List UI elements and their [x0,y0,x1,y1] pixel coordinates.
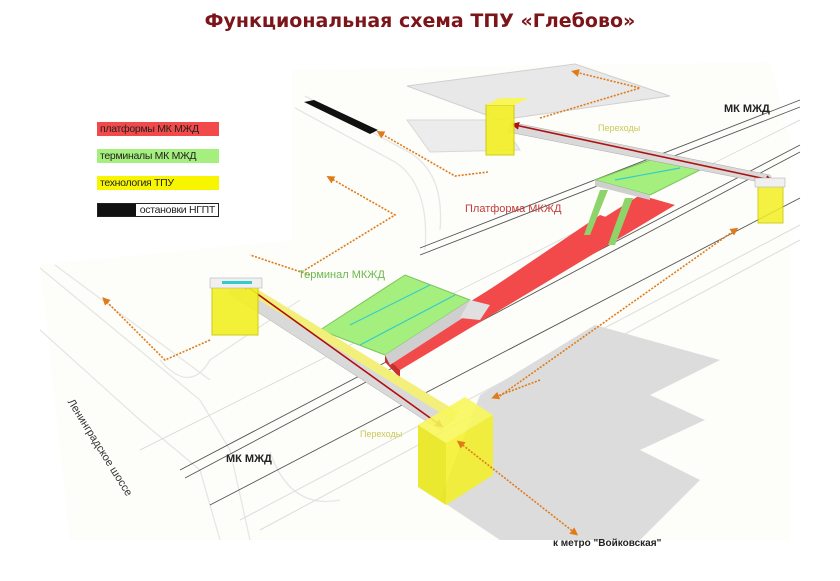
page-title: Функциональная схема ТПУ «Глебово» [204,10,636,32]
label-crossings-bottom: Переходы [360,429,403,439]
label-railway-bottom: МК МЖД [226,453,272,465]
legend-bus-stops: остановки НГПТ [97,203,219,217]
legend-bus-stops-label: остановки НГПТ [139,204,216,216]
legend: платформы МК МЖД терминалы МК МЖД технол… [97,122,219,230]
stair-tower-w [209,277,263,336]
legend-technology: технология ТПУ [97,176,219,190]
label-crossings-top: Переходы [598,123,641,133]
stair-tower-nw [485,98,528,156]
label-terminal: Терминал МКЖД [298,269,385,281]
legend-platforms: платформы МК МЖД [97,122,219,136]
label-metro: к метро "Войковская" [553,538,662,549]
bus-stop-icon [304,100,378,134]
roads [39,95,442,541]
legend-terminals: терминалы МК МЖД [97,149,219,163]
pedestrian-routes [102,69,739,536]
stair-tower-e [754,177,786,224]
bus-stop-swatch [98,204,136,216]
label-platform: Платформа МКЖД [465,203,562,215]
label-railway-top: МК МЖД [724,103,770,115]
